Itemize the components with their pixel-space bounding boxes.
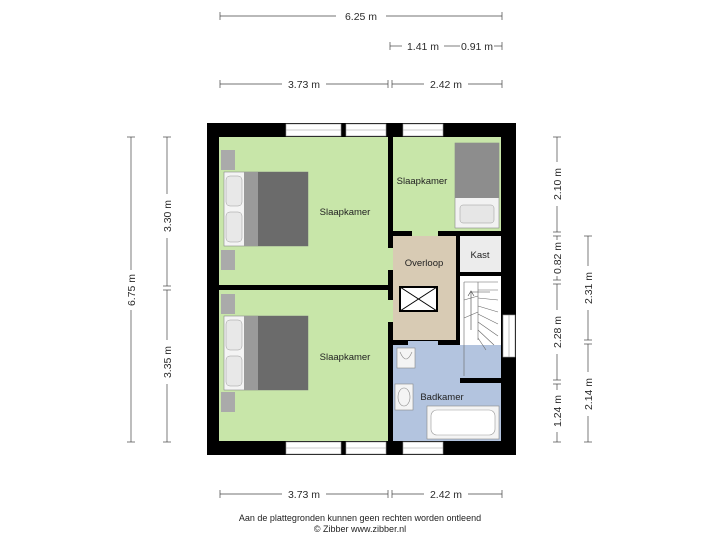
interior-wall-small-bedroom [393,231,501,236]
dim-top-left: 3.73 m [288,79,320,91]
label-landing: Overloop [405,258,444,269]
dim-left-upper: 3.30 m [162,200,174,232]
dim-top-right: 2.42 m [430,79,462,91]
door-small-bedroom [412,231,438,236]
dimension-lines [127,12,592,498]
dim-right-far-upper: 2.31 m [583,272,595,304]
closet-floor [460,236,501,272]
door-bottom-bedroom [388,300,393,322]
dim-bottom-right: 2.42 m [430,489,462,501]
dim-right-far-lower: 2.14 m [583,378,595,410]
dim-right-b: 0.82 m [552,242,564,274]
sink [394,383,414,411]
interior-wall-right [501,137,504,441]
label-bedroom-bottom: Slaapkamer [320,352,371,363]
label-bedroom-top: Slaapkamer [320,207,371,218]
label-bedroom-small: Slaapkamer [397,176,448,187]
interior-wall-center [388,137,393,441]
single-bed [454,142,500,229]
dim-top-sub-a: 1.41 m [407,41,439,53]
label-bathroom: Badkamer [420,392,463,403]
interior-wall-bedrooms [219,285,388,290]
attic-hatch [399,286,438,312]
door-bathroom [408,341,438,345]
dim-right-c: 2.28 m [552,316,564,348]
double-bed-top [221,150,309,270]
interior-wall-stairs-bottom [460,378,501,383]
staircase [463,281,499,376]
toilet [396,347,416,369]
dim-left-total: 6.75 m [126,274,138,306]
bathtub [426,405,500,440]
dim-right-d: 1.24 m [552,395,564,427]
interior-wall-closet [460,272,501,276]
double-bed-bottom [221,294,309,412]
footer-disclaimer: Aan de plattegronden kunnen geen rechten… [238,513,482,523]
dim-top-total: 6.25 m [345,11,377,23]
dim-bottom-left: 3.73 m [288,489,320,501]
dim-left-lower: 3.35 m [162,346,174,378]
door-top-bedroom [388,248,393,270]
footer-copyright: © Zibber www.zibber.nl [313,524,407,534]
dim-top-sub-b: 0.91 m [461,41,493,53]
dim-right-a: 2.10 m [552,168,564,200]
interior-wall-landing-right [456,236,460,345]
label-closet: Kast [470,250,489,261]
